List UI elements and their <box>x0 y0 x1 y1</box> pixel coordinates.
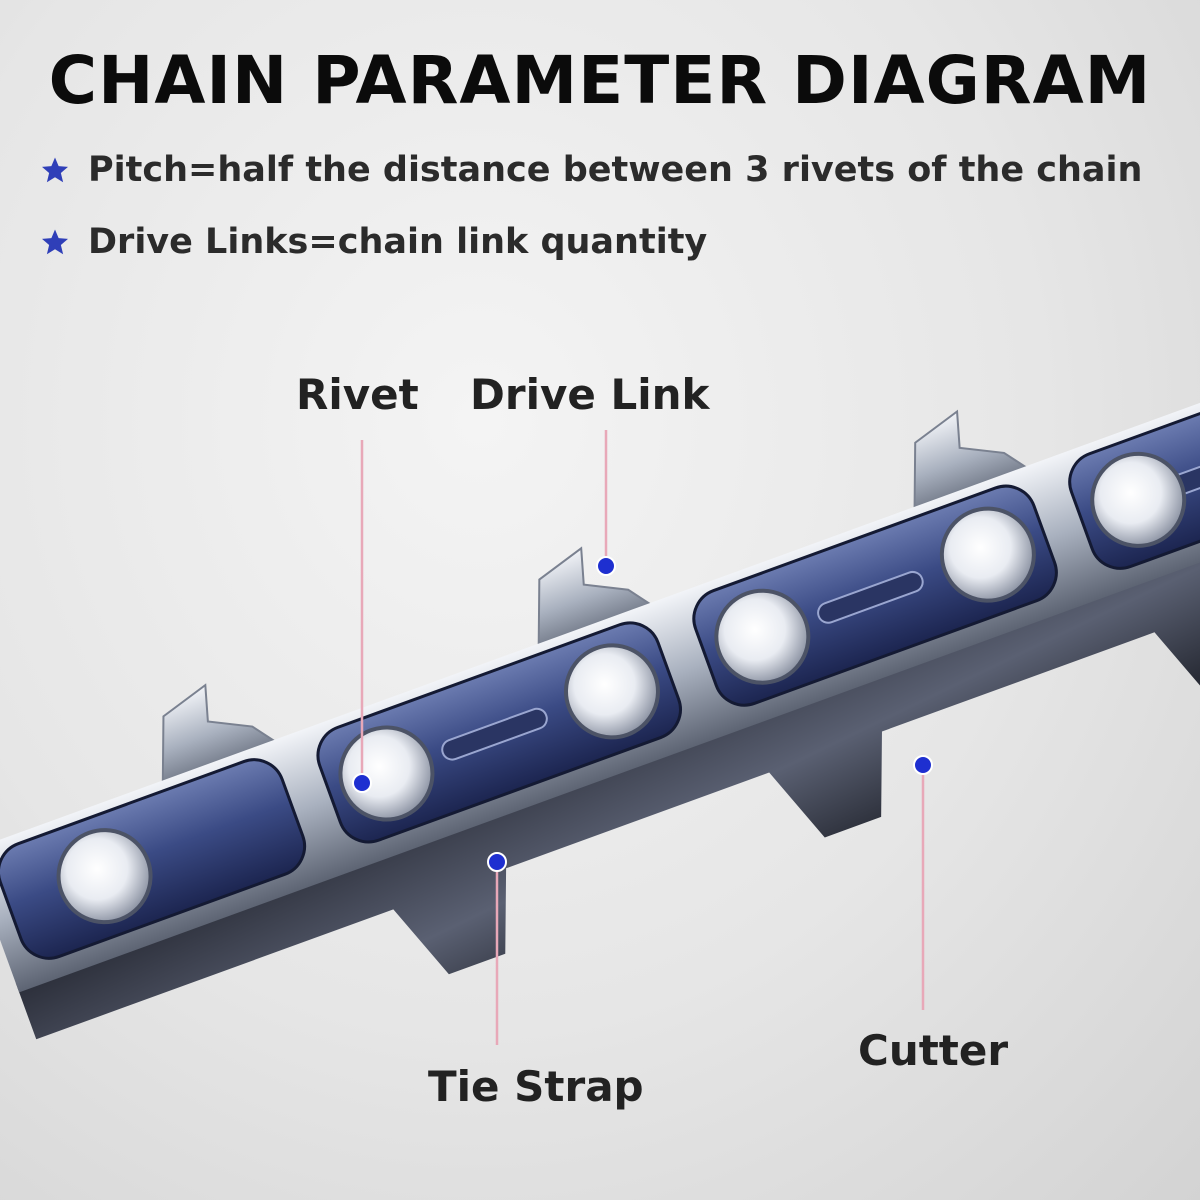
rivet-head <box>714 588 811 685</box>
cutter-marker-dot <box>913 755 933 775</box>
bullet-pitch: Pitch=half the distance between 3 rivets… <box>40 150 1142 190</box>
label-rivet: Rivet <box>296 370 419 419</box>
cutter-underside <box>15 504 1200 1040</box>
rivet-head <box>939 506 1036 603</box>
label-tie-strap: Tie Strap <box>428 1062 644 1111</box>
bullet-drive-links: Drive Links=chain link quantity <box>40 222 707 262</box>
bullet-text: Drive Links=chain link quantity <box>88 222 708 262</box>
rivet-head <box>563 643 660 740</box>
drive-link-marker-dot <box>596 556 616 576</box>
star-icon <box>42 229 68 255</box>
label-cutter: Cutter <box>858 1026 1009 1075</box>
star-icon <box>42 157 68 183</box>
tie-strap-marker-dot <box>487 852 507 872</box>
page-title: CHAIN PARAMETER DIAGRAM <box>48 42 1152 119</box>
rivet-head <box>1090 451 1187 548</box>
bullet-text: Pitch=half the distance between 3 rivets… <box>88 150 1143 190</box>
label-drive-link: Drive Link <box>470 370 710 419</box>
rivet-head <box>338 725 435 822</box>
rivet-marker-dot <box>352 773 372 793</box>
rivet-head <box>56 828 153 925</box>
